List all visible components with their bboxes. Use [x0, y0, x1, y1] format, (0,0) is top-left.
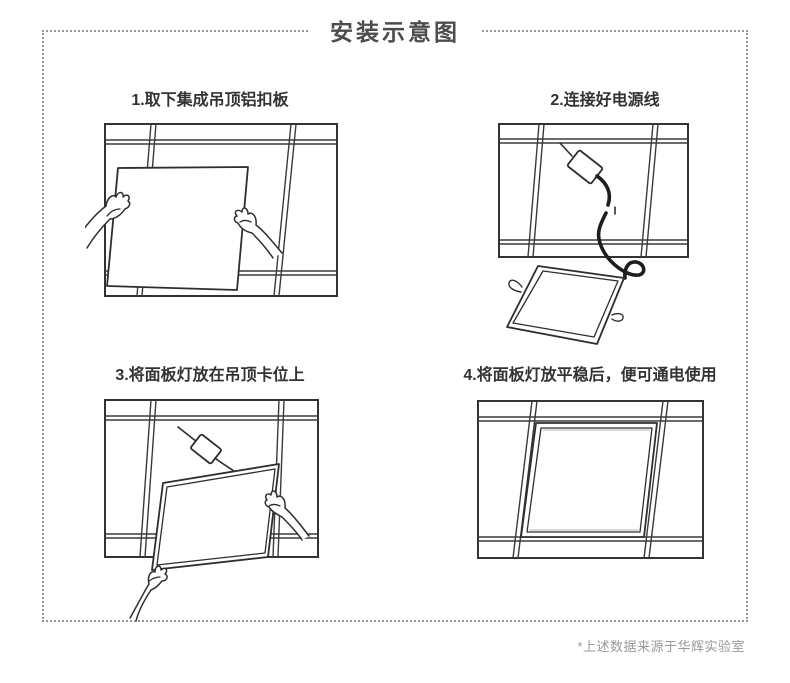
installed-panel-light	[520, 422, 658, 538]
power-cable	[595, 174, 646, 280]
step-3-illustration	[104, 399, 319, 622]
ceiling-tile-panel	[106, 166, 249, 291]
spring-clip-left	[508, 279, 523, 293]
lower-hand-icon	[129, 565, 168, 622]
left-hand-icon	[85, 191, 131, 249]
right-hand-icon	[264, 490, 310, 541]
power-driver	[566, 149, 604, 185]
panel-light	[151, 463, 280, 571]
driver-hanger-wire	[177, 426, 198, 443]
step-4-label: 4.将面板灯放平稳后，便可通电使用	[463, 367, 717, 384]
driver-hanger-wire	[559, 142, 573, 157]
right-hand-icon	[233, 207, 283, 259]
panel-light	[506, 265, 625, 345]
step-1-label: 1.取下集成吊顶铝扣板	[131, 92, 289, 109]
step-3-label: 3.将面板灯放在吊顶卡位上	[115, 367, 305, 384]
page-title: 安装示意图	[308, 13, 482, 47]
ceiling-grid	[498, 123, 689, 258]
step-2-label: 2.连接好电源线	[550, 92, 660, 109]
ceiling-grid	[477, 400, 704, 559]
step-1-illustration	[85, 123, 338, 297]
power-driver	[190, 433, 222, 465]
spring-clip-right	[611, 312, 624, 322]
step-2-illustration	[498, 123, 689, 345]
step-4-illustration	[477, 400, 704, 559]
footnote: *上述数据来源于华辉实验室	[577, 639, 745, 654]
